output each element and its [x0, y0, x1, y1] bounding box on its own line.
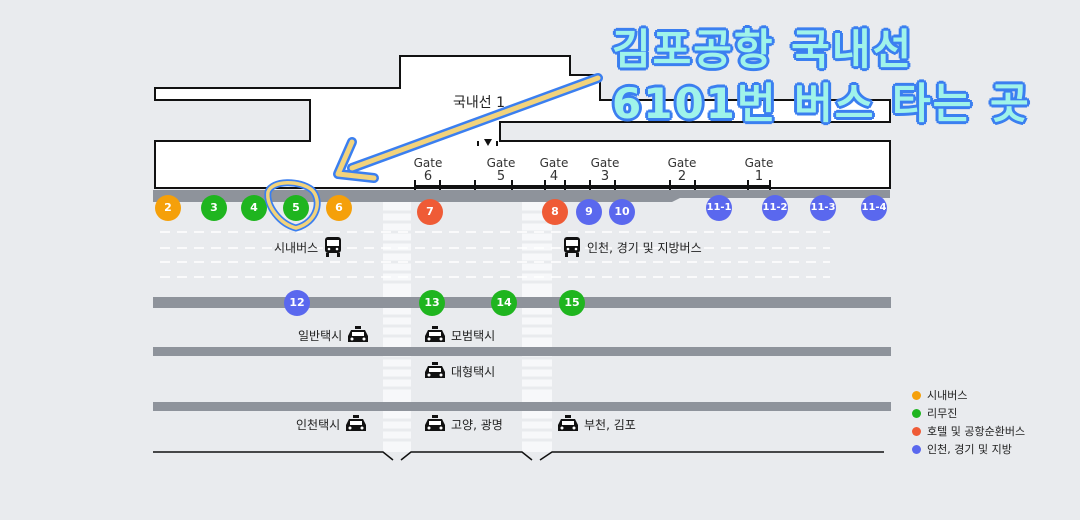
terminal-label: 국내선 1: [453, 95, 505, 111]
bus-stop-11-2: 11-2: [762, 195, 788, 221]
legend-dot: [912, 390, 921, 400]
taxi-icon: [425, 326, 445, 342]
bus-icon: [564, 237, 580, 257]
gate-word: Gate: [413, 156, 443, 170]
general-taxi-zone: 일반택시: [298, 326, 370, 344]
gate-word: Gate: [667, 156, 697, 170]
legend-item: 리무진: [912, 404, 1025, 422]
goyang-taxi-label: 고양, 광명: [451, 417, 503, 432]
regional-bus-label: 인천, 경기 및 지방버스: [587, 240, 702, 255]
taxi-icon: [348, 326, 369, 342]
deluxe-taxi-label: 모범택시: [451, 328, 496, 343]
bus-stop-9: 9: [576, 199, 602, 225]
bus-stop-7: 7: [417, 199, 443, 225]
entrance-marker: [484, 139, 492, 146]
bus-stop-15: 15: [559, 290, 585, 316]
gate-word: Gate: [590, 156, 620, 170]
highlight-loop: [264, 179, 321, 232]
gate-word: Gate: [744, 156, 774, 170]
incheon-taxi-zone: 인천택시: [296, 415, 368, 433]
gate-number: 4: [549, 169, 559, 184]
legend-dot: [912, 426, 921, 436]
bucheon-taxi-label: 부천, 김포: [584, 417, 636, 432]
lane-markings: [160, 231, 830, 278]
terminal-building: [154, 55, 891, 189]
taxi-icon: [346, 415, 367, 431]
bus-stop-6: 6: [326, 195, 352, 221]
large-taxi-label: 대형택시: [451, 364, 496, 379]
taxi-icon: [425, 415, 445, 431]
city-bus-zone: 시내버스: [274, 236, 343, 258]
gate-word: Gate: [486, 156, 516, 170]
legend-item: 인천, 경기 및 지방: [912, 440, 1025, 458]
bus-stop-11-4: 11-4: [861, 195, 887, 221]
gate-number: 3: [600, 169, 610, 184]
gate-number: 5: [496, 169, 506, 184]
incheon-taxi-label: 인천택시: [296, 417, 341, 432]
title-line-2: 6101번 버스 타는 곳: [612, 79, 1031, 128]
bus-stop-13: 13: [419, 290, 445, 316]
bus-stop-14: 14: [491, 290, 517, 316]
median-1: [153, 297, 891, 308]
general-taxi-label: 일반택시: [298, 328, 343, 343]
bus-stop-12: 12: [284, 290, 310, 316]
gate-number: 6: [423, 169, 433, 184]
gate-number: 1: [754, 169, 764, 184]
legend-label: 시내버스: [927, 389, 968, 402]
legend-dot: [912, 408, 921, 418]
legend-item: 호텔 및 공항순환버스: [912, 422, 1025, 440]
taxi-icon: [558, 415, 578, 431]
legend-label: 호텔 및 공항순환버스: [927, 425, 1026, 438]
goyang-taxi-zone: 고양, 광명: [423, 415, 503, 433]
regional-bus-zone: 인천, 경기 및 지방버스: [562, 236, 702, 258]
bus-stop-3: 3: [201, 195, 227, 221]
pointer-arrow: [333, 73, 603, 183]
bus-stop-2: 2: [155, 195, 181, 221]
taxi-icon: [425, 362, 445, 378]
city-bus-label: 시내버스: [274, 240, 319, 255]
legend-dot: [912, 444, 921, 454]
median-3: [153, 402, 891, 411]
bottom-boundary: [153, 451, 884, 461]
bus-stop-11-1: 11-1: [706, 195, 732, 221]
bus-stop-11-3: 11-3: [810, 195, 836, 221]
legend-item: 시내버스: [912, 386, 1025, 404]
deluxe-taxi-zone: 모범택시: [423, 326, 495, 344]
gate-number: 2: [677, 169, 687, 184]
bus-stop-10: 10: [609, 199, 635, 225]
bus-icon: [325, 237, 342, 257]
large-taxi-zone: 대형택시: [423, 362, 495, 380]
bus-stop-8: 8: [542, 199, 568, 225]
bus-stop-4: 4: [241, 195, 267, 221]
legend-label: 리무진: [927, 407, 958, 420]
gate-word: Gate: [539, 156, 569, 170]
title-line-1: 김포공항 국내선: [612, 25, 914, 74]
median-2: [153, 347, 891, 356]
legend-label: 인천, 경기 및 지방: [927, 443, 1012, 456]
bucheon-taxi-zone: 부천, 김포: [556, 415, 636, 433]
bus-stop-5: 5: [283, 195, 309, 221]
